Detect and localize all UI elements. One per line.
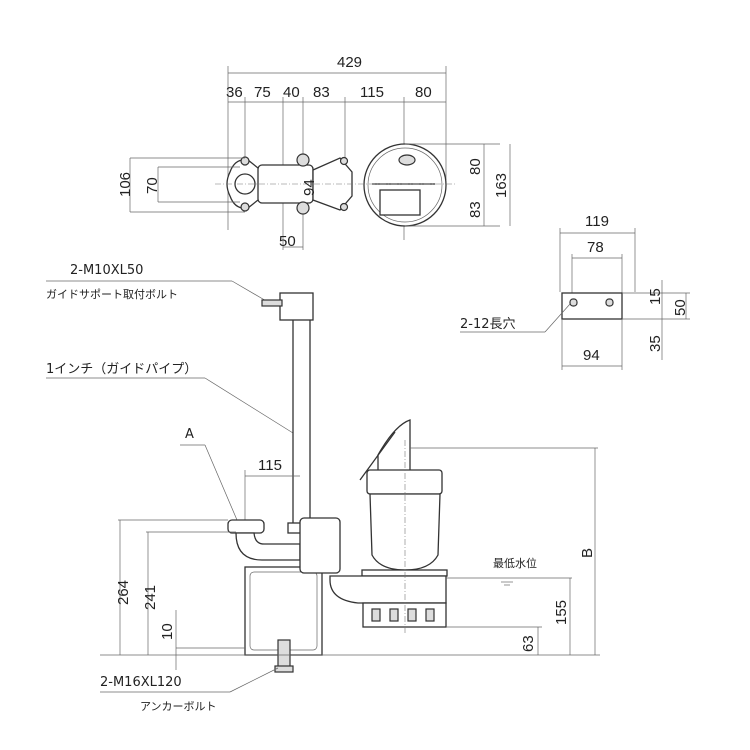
coupling-side <box>299 517 341 574</box>
guide-support-bracket <box>279 292 314 321</box>
anchor-bolt-name: アンカーボルト <box>140 700 217 713</box>
guide-bolt-name: ガイドサポート取付ボルト <box>46 288 178 301</box>
dim-106: 106 <box>117 172 134 197</box>
slot-label: 2-12長穴 <box>460 317 516 332</box>
detail-a-label: A <box>185 427 194 442</box>
motor-cover <box>366 469 443 495</box>
dim-63: 63 <box>520 635 537 652</box>
dim-80: 80 <box>415 84 432 101</box>
top-view: 429 36 75 40 83 115 80 106 70 <box>117 54 511 250</box>
dim-119: 119 <box>585 213 609 230</box>
dim-50: 50 <box>279 233 296 250</box>
pump-flange <box>361 569 448 577</box>
guide-pipe-label: 1インチ（ガイドパイプ） <box>46 362 197 377</box>
flange-a <box>227 519 265 534</box>
dim-94: 94 <box>301 179 318 196</box>
guide-support-bolt <box>261 299 283 307</box>
dim-78: 78 <box>587 239 604 256</box>
dim-115-side: 115 <box>258 457 282 474</box>
slot-hole <box>569 298 578 307</box>
dim-15: 15 <box>647 288 664 305</box>
dim-70: 70 <box>144 177 161 194</box>
dim-115: 115 <box>360 84 384 101</box>
guide-support-detail: 119 78 15 50 35 94 2-12長穴 <box>460 213 690 370</box>
dim-94-support: 94 <box>583 347 600 364</box>
dim-83-right: 83 <box>467 201 484 218</box>
dim-35: 35 <box>647 335 664 352</box>
dim-429: 429 <box>337 54 362 71</box>
slot-hole <box>605 298 614 307</box>
dim-36: 36 <box>226 84 243 101</box>
dim-10: 10 <box>159 623 176 640</box>
anchor-bolt-spec: 2-M16XL120 <box>100 675 182 690</box>
motor-box <box>379 189 421 216</box>
dim-241: 241 <box>142 585 159 610</box>
dim-50-support: 50 <box>672 299 689 316</box>
discharge-elbow <box>235 532 301 561</box>
dim-83: 83 <box>313 84 330 101</box>
dim-75: 75 <box>254 84 271 101</box>
dim-80-right: 80 <box>467 158 484 175</box>
dim-b: B <box>579 548 596 558</box>
dim-264: 264 <box>115 580 132 605</box>
min-water-level-label: 最低水位 <box>493 556 537 570</box>
side-view: 2-M10XL50 ガイドサポート取付ボルト 1インチ（ガイドパイプ） A 11… <box>46 263 600 713</box>
pump-casing <box>329 575 447 604</box>
guide-bolt-spec: 2-M10XL50 <box>70 263 143 278</box>
coupling <box>312 157 353 211</box>
dim-40: 40 <box>283 84 300 101</box>
dim-155: 155 <box>553 600 570 625</box>
dim-163: 163 <box>493 173 510 198</box>
